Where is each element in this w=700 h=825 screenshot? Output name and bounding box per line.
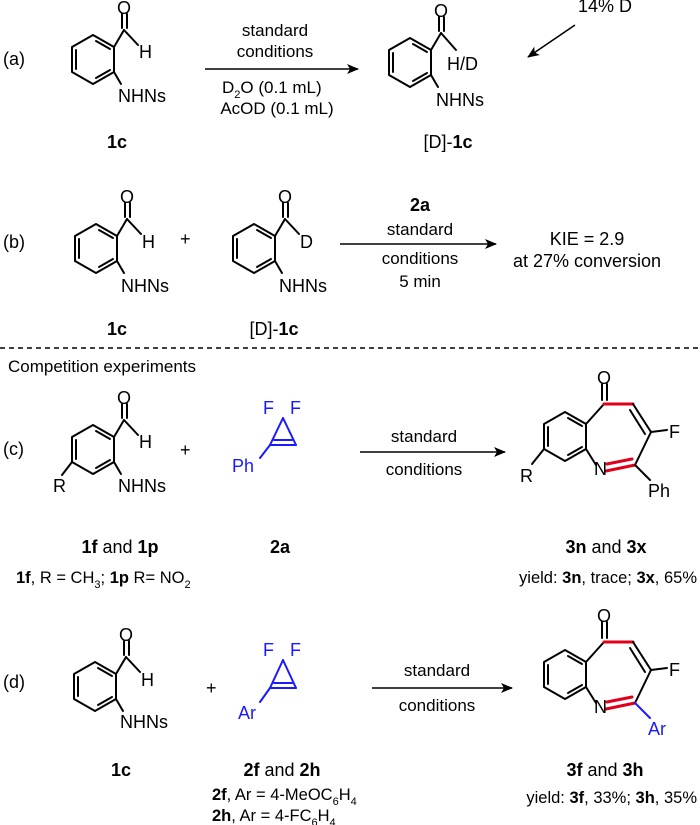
panel-b-tag: (b) <box>3 232 25 252</box>
deuterium-label: D <box>300 232 313 252</box>
r-group-label: R <box>53 476 66 496</box>
panel-d-cond-2: conditions <box>399 696 476 715</box>
oxygen-label: O <box>119 625 133 645</box>
panel-a-starting-material: O H NHNs <box>71 0 166 106</box>
panel-b-sm2: O D NHNs <box>232 187 327 296</box>
benzene-ring <box>232 223 276 274</box>
benzene-ring <box>74 223 118 274</box>
benzene-ring <box>71 424 115 475</box>
panel-d-pdt-label: 3f and 3h <box>566 760 643 780</box>
panel-d-tag: (d) <box>3 672 25 692</box>
fluorine-label: F <box>263 398 274 418</box>
panel-d: (d) O H NHNs 1c + F F Ar 2f and <box>3 606 697 825</box>
fluorine-label: F <box>263 640 274 660</box>
aldehyde-h-label: H <box>139 42 152 62</box>
panel-a: (a) O H NHNs 1c standard conditions D2O … <box>3 0 632 152</box>
panel-b-sm2-label: [D]-1c <box>249 319 298 339</box>
aldehyde-h-label: H <box>141 670 154 690</box>
nitrogen-label: N <box>594 697 607 717</box>
aldehyde-h-label: H <box>139 432 152 452</box>
nitrogen-label: N <box>594 459 607 479</box>
fluorine-label: F <box>669 422 680 442</box>
aldehyde-h-label: H <box>142 232 155 252</box>
panel-c-cond-2: conditions <box>386 460 463 479</box>
oxygen-label: O <box>278 187 292 207</box>
aryl-label: Ar <box>238 703 256 723</box>
panel-b-plus: + <box>180 229 191 249</box>
panel-d-starting-material: O H NHNs <box>73 625 168 732</box>
benzene-ring <box>73 661 117 712</box>
benzene-ring <box>543 649 587 700</box>
panel-d-cyclopropene: F F Ar <box>238 640 301 723</box>
hd-label: H/D <box>447 54 478 74</box>
oxygen-label: O <box>434 1 448 21</box>
oxygen-label: O <box>597 606 611 626</box>
nhns-label: NHNs <box>120 712 168 732</box>
panel-a-product: O H/D NHNs <box>388 1 484 110</box>
panel-c-tag: (c) <box>3 439 24 459</box>
kie-conversion: at 27% conversion <box>513 251 661 271</box>
panel-c: (c) O H NHNs R 1f and 1p + F F <box>3 368 697 591</box>
oxygen-label: O <box>120 187 134 207</box>
oxygen-label: O <box>117 388 131 408</box>
nhns-label: NHNs <box>118 476 166 496</box>
nhns-label: NHNs <box>279 276 327 296</box>
oxygen-label: O <box>597 368 611 388</box>
r-group-label: R <box>520 466 533 486</box>
phenyl-label: Ph <box>648 481 670 501</box>
panel-b-cond-1: standard <box>387 220 453 239</box>
panel-b: (b) O H NHNs 1c + O <box>3 187 661 339</box>
panel-a-cond-2: conditions <box>237 42 314 61</box>
section-title: Competition experiments <box>8 357 196 376</box>
panel-c-cond-1: standard <box>391 427 457 446</box>
panel-c-yield: yield: 3n, trace; 3x, 65% <box>519 569 697 587</box>
panel-a-pdt-label: [D]-1c <box>423 132 472 152</box>
panel-c-starting-material: O H NHNs R <box>53 388 166 496</box>
phenyl-label: Ph <box>232 456 254 476</box>
panel-a-cond-3: D2O (0.1 mL) <box>222 78 322 101</box>
panel-c-sm-label: 1f and 1p <box>81 537 158 557</box>
panel-b-cond-3: 5 min <box>399 272 441 291</box>
panel-d-cond-1: standard <box>404 661 470 680</box>
deuterium-annotation: 14% D <box>578 0 632 16</box>
panel-c-plus: + <box>180 440 191 460</box>
panel-b-sm1-label: 1c <box>107 319 127 339</box>
panel-d-reagent-label: 2f and 2h <box>243 760 320 780</box>
panel-d-sm-label: 1c <box>111 760 131 780</box>
fluorine-label: F <box>290 398 301 418</box>
panel-c-reagent-label: 2a <box>270 537 291 557</box>
panel-c-pdt-label: 3n and 3x <box>565 537 646 557</box>
panel-c-product: O F N Ph R <box>520 368 680 501</box>
panel-c-substituents: 1f, R = CH3; 1p R= NO2 <box>16 569 191 591</box>
panel-b-reagent: 2a <box>410 195 431 215</box>
panel-a-tag: (a) <box>3 49 25 69</box>
aryl-label: Ar <box>648 719 666 739</box>
panel-c-cyclopropene: F F Ph <box>232 398 301 476</box>
panel-b-cond-2: conditions <box>382 249 459 268</box>
benzene-ring <box>543 411 587 462</box>
panel-a-cond-1: standard <box>242 21 308 40</box>
nhns-label: NHNs <box>436 90 484 110</box>
fluorine-label: F <box>290 640 301 660</box>
kie-value: KIE = 2.9 <box>550 229 625 249</box>
panel-d-substituent-2f: 2f, Ar = 4-MeOC6H4 <box>212 786 357 808</box>
nhns-label: NHNs <box>118 86 166 106</box>
nhns-label: NHNs <box>121 276 169 296</box>
fluorine-label: F <box>669 660 680 680</box>
panel-d-yield: yield: 3f, 33%; 3h, 35% <box>526 789 697 807</box>
annotation-arrow <box>527 24 576 58</box>
panel-a-cond-4: AcOD (0.1 mL) <box>220 99 333 118</box>
panel-d-substituent-2h: 2h, Ar = 4-FC6H4 <box>212 807 336 825</box>
panel-d-product: O F N Ar <box>543 606 680 739</box>
panel-d-plus: + <box>206 678 217 698</box>
panel-a-sm-label: 1c <box>107 132 127 152</box>
benzene-ring <box>71 34 115 85</box>
panel-b-sm1: O H NHNs <box>74 187 169 296</box>
benzene-ring <box>388 37 432 88</box>
oxygen-label: O <box>117 0 131 18</box>
